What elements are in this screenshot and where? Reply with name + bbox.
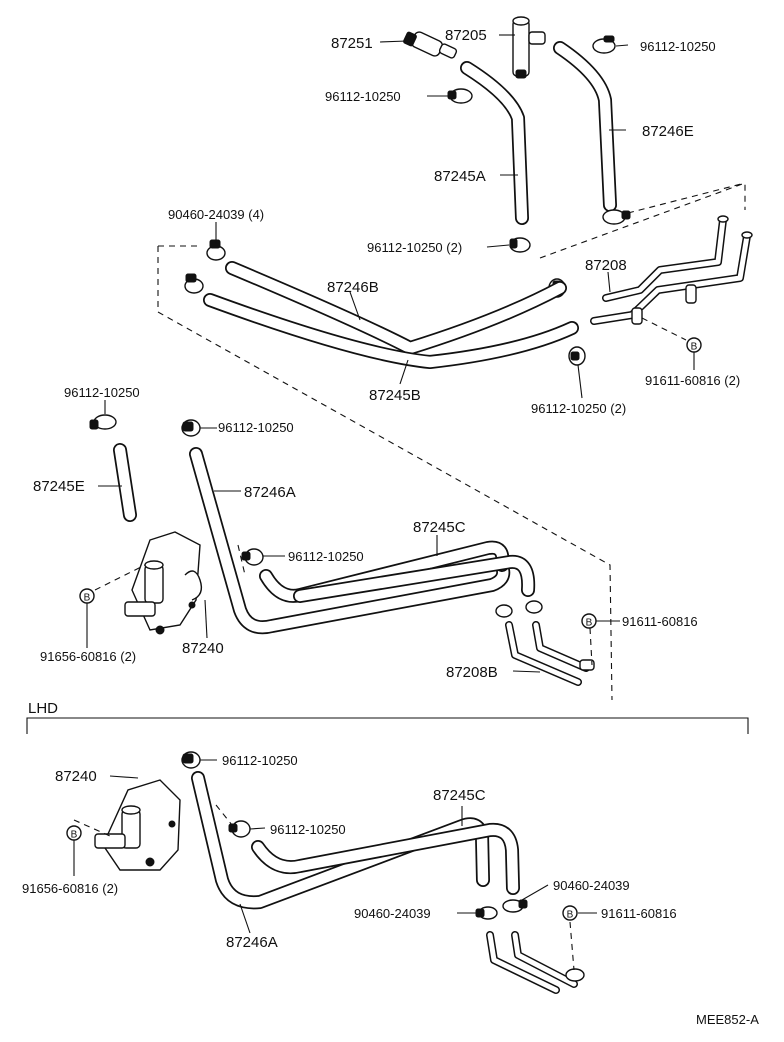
bolt-marker-b-2: B [79, 588, 95, 604]
clamp-87208B-b [525, 600, 543, 614]
pipe-87208 [590, 215, 753, 325]
dashed-lines-top [157, 182, 746, 701]
svg-text:B: B [586, 618, 593, 629]
label-91611-60816-2: 91611-60816 (2) [645, 373, 740, 388]
label-lhd-90460-24039-a: 90460-24039 [553, 878, 630, 893]
clamp-90460-a [206, 239, 226, 261]
tee-joint-87205 [512, 16, 546, 79]
label-lhd-91611-60816: 91611-60816 [601, 906, 677, 921]
clamp-87246E-bottom [602, 209, 631, 225]
hose-87246B [225, 261, 567, 355]
label-96112-10250-d: 96112-10250 [218, 420, 294, 435]
label-87245E: 87245E [33, 478, 85, 495]
lhd-bracket [26, 717, 749, 734]
label-lhd-91656-60816-2: 91656-60816 (2) [22, 881, 118, 896]
bolt-marker-b-1: B [686, 337, 702, 353]
dashed-lines-middle [94, 544, 593, 666]
label-87245C: 87245C [413, 519, 466, 536]
label-91611-60816-a: 91611-60816 [622, 614, 698, 629]
label-87251: 87251 [331, 35, 373, 52]
hose-87245A [460, 61, 529, 225]
label-91656-60816-2: 91656-60816 (2) [40, 649, 136, 664]
lhd-valve-87240 [94, 779, 181, 871]
label-87205: 87205 [445, 27, 487, 44]
clamp-96112-e [241, 548, 264, 566]
label-96112-10250-c: 96112-10250 [64, 385, 140, 400]
label-87246E: 87246E [642, 123, 694, 140]
clamp-96112-2a [509, 237, 531, 253]
bolt-marker-b-3: B [581, 613, 597, 629]
lhd-pipe-87208B [486, 931, 585, 994]
lhd-dashed-lines [73, 804, 575, 971]
svg-text:B: B [567, 910, 574, 921]
lhd-bolt-marker-b-1: B [66, 825, 82, 841]
label-87240: 87240 [182, 640, 224, 657]
label-96112-10250-2b: 96112-10250 (2) [531, 401, 626, 416]
valve-87240 [124, 531, 203, 635]
lhd-clamp-90460-a [475, 906, 498, 920]
hose-87246E [553, 41, 617, 212]
hose-87245B [203, 293, 579, 369]
svg-text:B: B [71, 830, 78, 841]
clamp-96112-d [181, 419, 201, 437]
clamp-top-right [592, 35, 616, 54]
label-87246A: 87246A [244, 484, 296, 501]
labels: 87251 87205 96112-10250 96112-10250 8724… [22, 27, 759, 1027]
label-96112-10250-2a: 96112-10250 (2) [367, 240, 462, 255]
hose-87245C [259, 540, 536, 603]
label-90460-24039-4: 90460-24039 (4) [168, 207, 264, 222]
hose-87246A [189, 447, 511, 635]
svg-text:B: B [84, 593, 91, 604]
label-lhd-96112-10250-f: 96112-10250 [222, 753, 298, 768]
clamp-90460-b [184, 273, 204, 294]
diagram-code: MEE852-A [696, 1012, 759, 1027]
label-lhd-87246A: 87246A [226, 934, 278, 951]
lhd-clamp-96112-g [228, 820, 251, 838]
label-96112-10250-b: 96112-10250 [325, 89, 401, 104]
lhd-clamp-96112-f [181, 751, 201, 769]
fitting-87251 [403, 31, 458, 59]
clamp-top-left [447, 88, 473, 104]
lhd-hose-87245C [251, 822, 520, 895]
label-87208: 87208 [585, 257, 627, 274]
svg-text:B: B [691, 342, 698, 353]
clamp-96112-c [89, 414, 117, 430]
label-87245A: 87245A [434, 168, 486, 185]
label-lhd-87240: 87240 [55, 768, 97, 785]
label-lhd-96112-10250-g: 96112-10250 [270, 822, 346, 837]
pipe-87208B [505, 621, 595, 686]
lhd-leader-lines [73, 759, 597, 934]
clamp-96112-2b [568, 346, 586, 366]
label-lhd-87245C: 87245C [433, 787, 486, 804]
clamp-87208B-a [495, 604, 513, 618]
label-lhd: LHD [28, 700, 58, 717]
label-87245B: 87245B [369, 387, 421, 404]
label-96112-10250-e: 96112-10250 [288, 549, 364, 564]
label-lhd-90460-24039-b: 90460-24039 [354, 906, 431, 921]
label-87208B: 87208B [446, 664, 498, 681]
label-96112-10250-a: 96112-10250 [640, 39, 716, 54]
leader-lines-middle [86, 400, 620, 673]
label-87246B: 87246B [327, 279, 379, 296]
lhd-clamp-90460-b [502, 899, 528, 913]
leader-lines-top [215, 34, 695, 399]
hose-87245E [113, 443, 137, 522]
lhd-bolt-marker-b-2: B [562, 905, 578, 921]
